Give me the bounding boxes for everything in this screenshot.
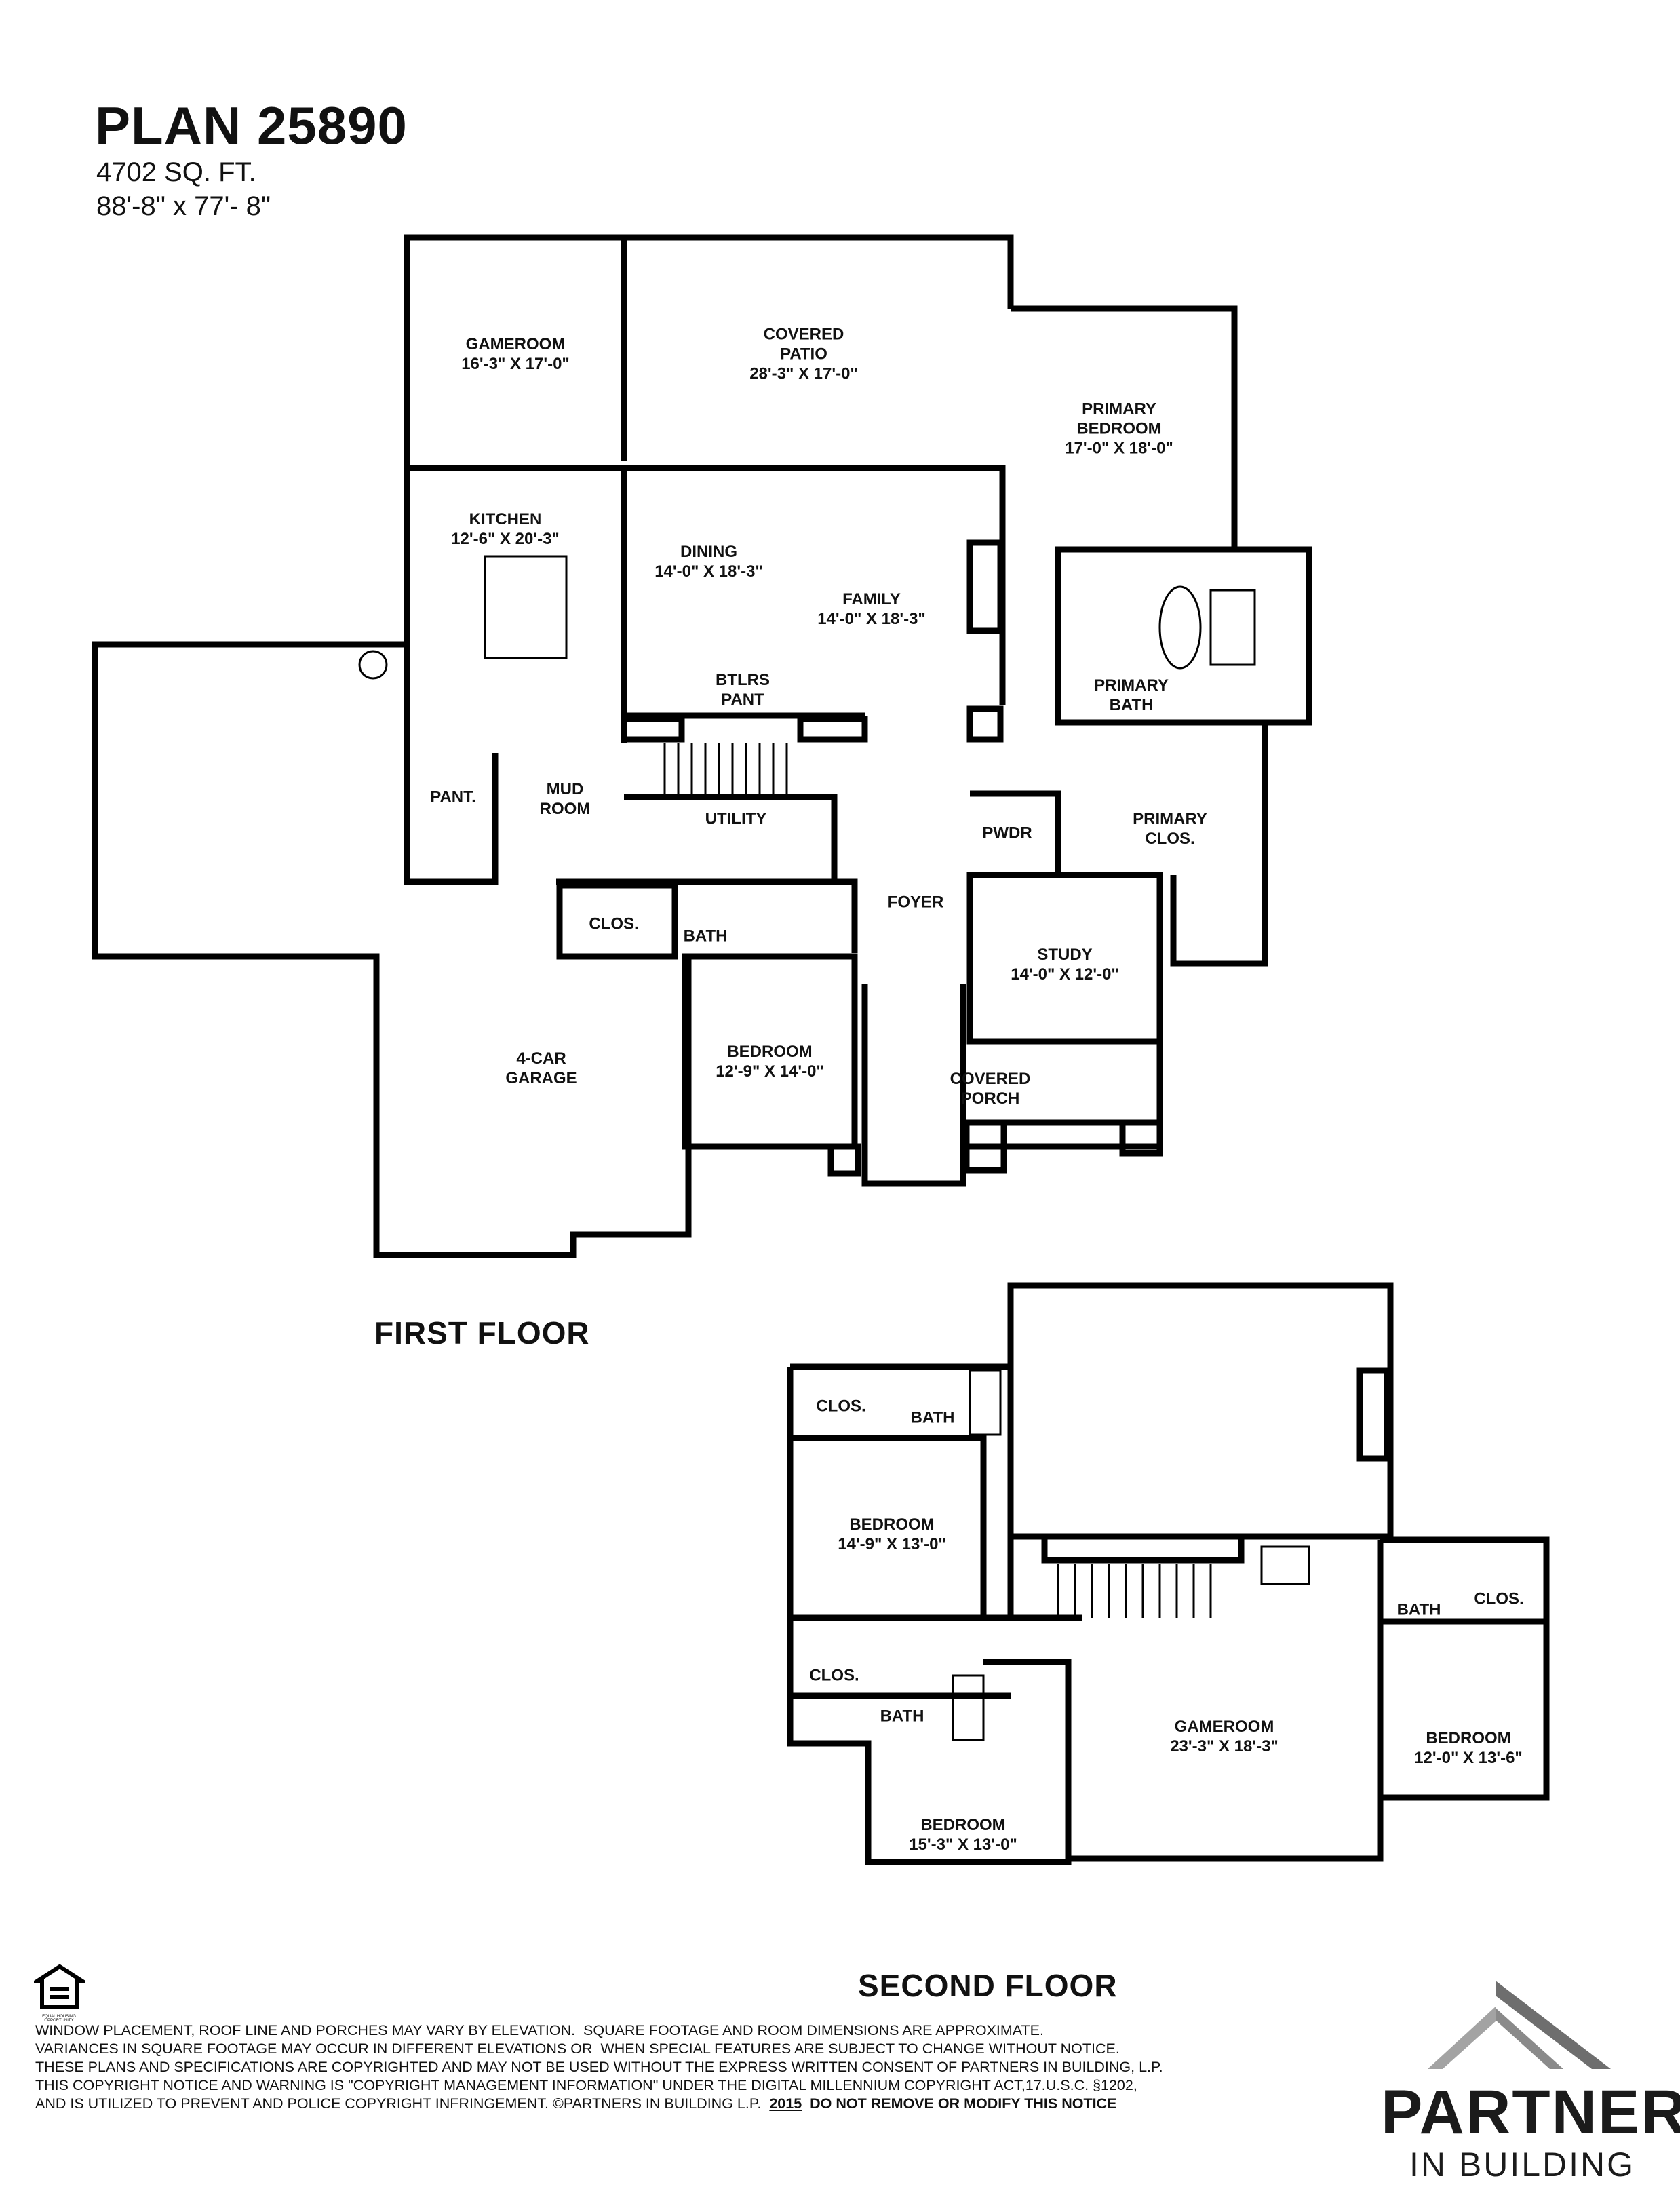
water-heater	[358, 650, 388, 680]
room-closet-a: CLOS.	[816, 1397, 866, 1416]
first-floor-walls	[92, 234, 1312, 1258]
partners-logo-subtitle: IN BUILDING	[1409, 2146, 1636, 2184]
room-bath-c: BATH	[1396, 1600, 1441, 1619]
room-bath-a: BATH	[910, 1408, 955, 1427]
room-bath: BATH	[683, 927, 728, 946]
partners-logo-word: PARTNERS	[1381, 2078, 1680, 2147]
second-floor-label: SECOND FLOOR	[858, 1968, 1118, 2003]
copyright-disclaimer: WINDOW PLACEMENT, ROOF LINE AND PORCHES …	[35, 2022, 1163, 2112]
square-footage: 4702 SQ. FT.	[96, 157, 256, 187]
room-closet-c: CLOS.	[1474, 1589, 1524, 1608]
room-utility: UTILITY	[705, 809, 767, 828]
bathtub-upper-lower	[952, 1674, 985, 1741]
room-foyer: FOYER	[887, 893, 944, 912]
bathtub-upper-left	[969, 1369, 1002, 1436]
stairs-first	[663, 743, 788, 794]
second-floor-walls	[787, 1282, 1550, 1865]
room-powder: PWDR	[982, 824, 1032, 842]
stairs-second	[1057, 1564, 1212, 1618]
room-closet-b: CLOS.	[809, 1666, 859, 1685]
equal-housing-icon	[34, 1964, 85, 2009]
bathtub	[1158, 585, 1202, 670]
plan-title: PLAN 25890	[95, 96, 408, 155]
room-closet: CLOS.	[589, 914, 639, 933]
bathtub-upper	[1260, 1545, 1310, 1585]
overall-dimensions: 88'-8" x 77'- 8"	[96, 191, 271, 221]
shower	[1209, 589, 1256, 666]
room-pantry: PANT.	[430, 788, 476, 807]
first-floor-label: FIRST FLOOR	[374, 1315, 590, 1351]
kitchen-island	[484, 555, 568, 659]
partners-roof-logo-icon	[1428, 1981, 1611, 2069]
room-bath-b: BATH	[880, 1707, 924, 1726]
equal-housing-text: EQUAL HOUSING OPPORTUNITY	[42, 2015, 76, 2023]
